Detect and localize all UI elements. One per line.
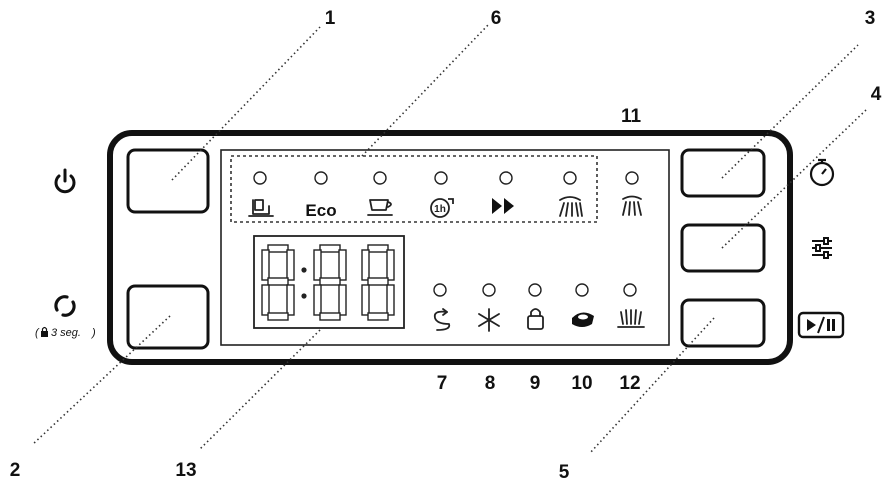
led-one-hour xyxy=(434,171,448,185)
led-10 xyxy=(575,283,589,297)
button-delay[interactable] xyxy=(680,148,766,198)
led-9 xyxy=(528,283,542,297)
spray-icon xyxy=(622,195,642,216)
callout-13: 13 xyxy=(175,460,196,481)
display-area xyxy=(220,149,670,346)
svg-text:(: ( xyxy=(35,327,40,339)
callout-11: 11 xyxy=(621,106,642,127)
callout-10: 10 xyxy=(571,373,592,394)
power-icon xyxy=(54,168,76,194)
digit-2 xyxy=(313,244,347,321)
led-7 xyxy=(433,283,447,297)
rinse-icon xyxy=(559,196,583,217)
led-11 xyxy=(625,171,639,185)
snowflake-icon xyxy=(478,308,500,332)
one-hour-icon: 1h xyxy=(430,198,454,218)
callout-7: 7 xyxy=(437,373,448,394)
lock-icon xyxy=(527,308,544,330)
led-prewash xyxy=(253,171,267,185)
panel-frame xyxy=(107,130,793,365)
led-eco xyxy=(314,171,328,185)
top-led-row xyxy=(253,171,639,185)
callout-5: 5 xyxy=(559,462,570,483)
digit-1 xyxy=(261,244,295,321)
led-rinse xyxy=(563,171,577,185)
svg-text:1h: 1h xyxy=(434,204,446,215)
callout-8: 8 xyxy=(485,373,496,394)
dry-icon xyxy=(617,309,645,328)
callout-6: 6 xyxy=(491,8,502,29)
eco-label: Eco xyxy=(305,201,336,220)
svg-text:): ) xyxy=(90,327,96,339)
tablet-icon xyxy=(572,312,594,327)
callout-1: 1 xyxy=(325,8,336,29)
play-pause-icon xyxy=(797,311,845,339)
colon-dot-bottom xyxy=(301,293,307,299)
button-power[interactable] xyxy=(126,148,210,214)
program-group-box xyxy=(230,155,598,223)
cycle-icon xyxy=(54,295,76,317)
led-fast xyxy=(499,171,513,185)
callout-4: 4 xyxy=(871,84,882,105)
led-12 xyxy=(623,283,637,297)
timer-icon xyxy=(809,158,835,187)
callout-3: 3 xyxy=(865,8,876,29)
sliders-icon xyxy=(812,237,832,259)
callout-9: 9 xyxy=(530,373,541,394)
digit-3 xyxy=(361,244,395,321)
digit-display xyxy=(253,235,405,329)
bottom-led-row xyxy=(433,283,637,297)
display-frame xyxy=(253,235,405,329)
delicate-icon xyxy=(367,199,393,216)
leader-lines xyxy=(31,24,867,454)
lock-hint: ( 3 seg. ) xyxy=(35,326,96,339)
prewash-icon xyxy=(248,199,274,217)
salt-refresh-icon xyxy=(433,308,451,331)
lock-small-icon xyxy=(41,326,48,337)
led-8 xyxy=(482,283,496,297)
callout-12: 12 xyxy=(619,373,640,394)
led-delicate xyxy=(373,171,387,185)
fast-icon xyxy=(492,198,514,214)
colon-dot-top xyxy=(301,267,307,273)
button-program[interactable] xyxy=(126,284,210,350)
lock-hint-text: 3 seg. xyxy=(51,327,81,339)
button-start[interactable] xyxy=(680,298,766,348)
callout-2: 2 xyxy=(10,460,21,481)
